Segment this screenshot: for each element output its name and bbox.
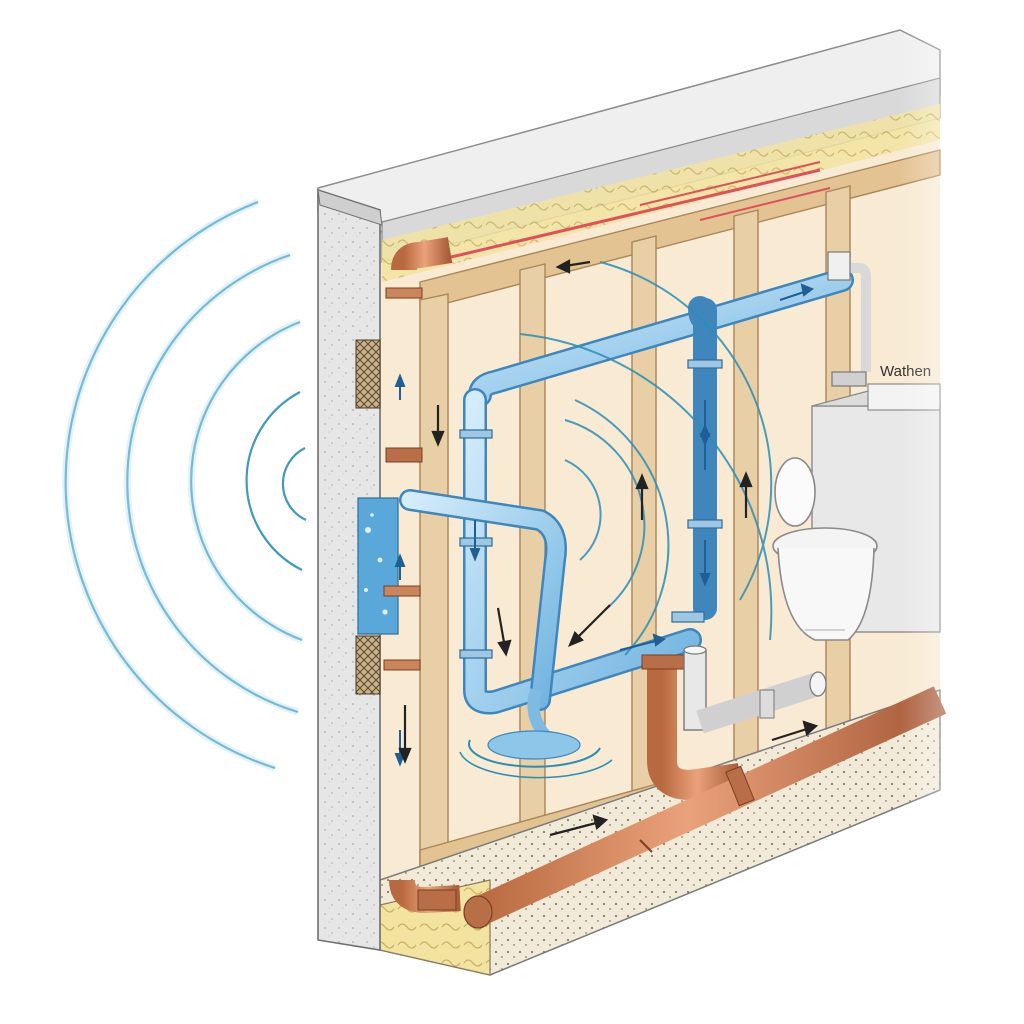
water-splash	[459, 688, 613, 779]
damping-pad-bottom	[355, 635, 381, 695]
copper-riser-left	[385, 237, 453, 463]
sound-wave-glow	[62, 198, 304, 772]
hot-water-line	[429, 161, 831, 264]
water-bubbles	[364, 513, 388, 615]
drain-connector	[827, 251, 871, 387]
damping-pad-top	[355, 339, 381, 409]
toilet-icon	[772, 457, 878, 641]
concrete-wall-edge	[317, 189, 383, 226]
flow-arrow-icon	[394, 283, 815, 767]
copper-drain	[463, 654, 947, 929]
copper-riser-lower	[383, 520, 461, 914]
pvc-pipes	[683, 645, 827, 734]
right-edge-fade	[900, 0, 1024, 1024]
sound-wave-icon	[64, 200, 307, 770]
flow-arrow-icon	[398, 259, 819, 837]
ceiling-insulation	[382, 104, 940, 282]
